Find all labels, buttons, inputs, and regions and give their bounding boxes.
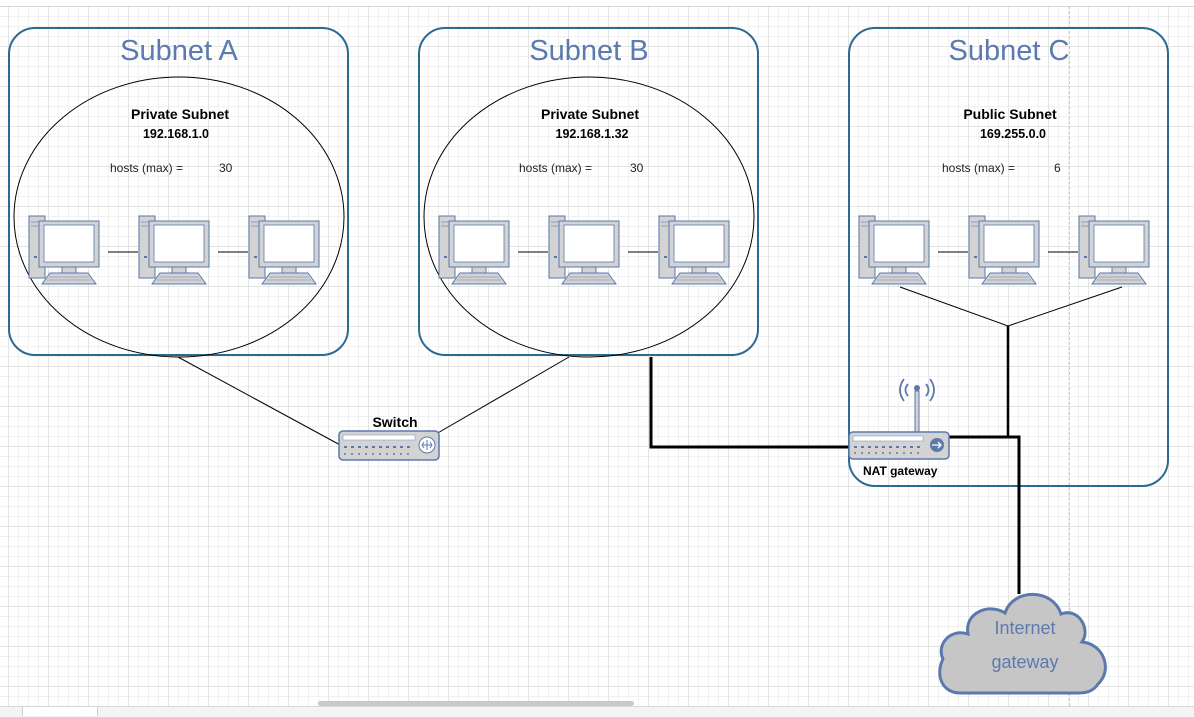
subnet-a-address: 192.168.1.0 [143, 127, 209, 141]
subnet-c-hosts-value: 6 [1054, 161, 1061, 175]
desktop-computer-icon[interactable] [244, 210, 324, 290]
subnet-c-hosts-label: hosts (max) = [942, 161, 1015, 175]
top-ruler [0, 0, 1194, 7]
desktop-computer-icon[interactable] [434, 210, 514, 290]
link-subnet-b-switch [435, 356, 570, 435]
wireless-router-icon [848, 378, 950, 460]
desktop-computer-icon[interactable] [964, 210, 1044, 290]
switch-icon [338, 430, 440, 461]
subnet-a-hosts-label: hosts (max) = [110, 161, 183, 175]
subnet-b-title: Subnet B [529, 35, 648, 67]
desktop-computer-icon[interactable] [654, 210, 734, 290]
subnet-b-address: 192.168.1.32 [556, 127, 629, 141]
link-subnet-a-switch [177, 356, 343, 447]
subnet-b-hosts-value: 30 [630, 161, 644, 175]
public-lan-link [899, 286, 1123, 327]
internet-gateway-label-line2: gateway [991, 652, 1058, 672]
subnet-c-kind: Public Subnet [963, 106, 1057, 122]
subnet-b-frame [418, 27, 759, 356]
subnet-a-title: Subnet A [120, 35, 238, 67]
subnet-c[interactable]: Subnet C Public Subnet 169.255.0.0 hosts… [848, 27, 1169, 487]
subnet-b-boundary [423, 76, 755, 358]
page-break-guide [1069, 6, 1070, 706]
switch-label: Switch [372, 414, 417, 430]
internet-gateway[interactable]: Internet gateway [938, 592, 1107, 695]
subnet-b[interactable]: Subnet B Private Subnet 192.168.1.32 hos… [418, 27, 759, 358]
subnet-b-kind: Private Subnet [541, 106, 639, 122]
link-subnet-b-nat [649, 357, 851, 449]
link-nat-internet [945, 435, 1021, 594]
desktop-computer-icon[interactable] [134, 210, 214, 290]
page-tab-bar [0, 706, 1194, 717]
subnet-b-hosts-label: hosts (max) = [519, 161, 592, 175]
nat-gateway[interactable]: NAT gateway [848, 378, 950, 478]
subnet-c-frame [848, 27, 1169, 487]
switch[interactable]: Switch [338, 414, 440, 461]
horizontal-scrollbar[interactable] [318, 701, 634, 706]
desktop-computer-icon[interactable] [24, 210, 104, 290]
subnet-c-address: 169.255.0.0 [980, 127, 1046, 141]
cloud-icon [938, 592, 1107, 695]
subnet-a-frame [8, 27, 349, 356]
desktop-computer-icon[interactable] [1074, 210, 1154, 290]
internet-gateway-label-line1: Internet [994, 618, 1055, 638]
nat-gateway-label: NAT gateway [863, 464, 938, 478]
desktop-computer-icon[interactable] [544, 210, 624, 290]
subnet-a[interactable]: Subnet A Private Subnet 192.168.1.0 host… [8, 27, 349, 358]
subnet-c-title: Subnet C [949, 35, 1070, 67]
desktop-computer-icon[interactable] [854, 210, 934, 290]
subnet-a-hosts-value: 30 [219, 161, 233, 175]
page-tab[interactable] [22, 707, 98, 716]
subnet-a-kind: Private Subnet [131, 106, 229, 122]
